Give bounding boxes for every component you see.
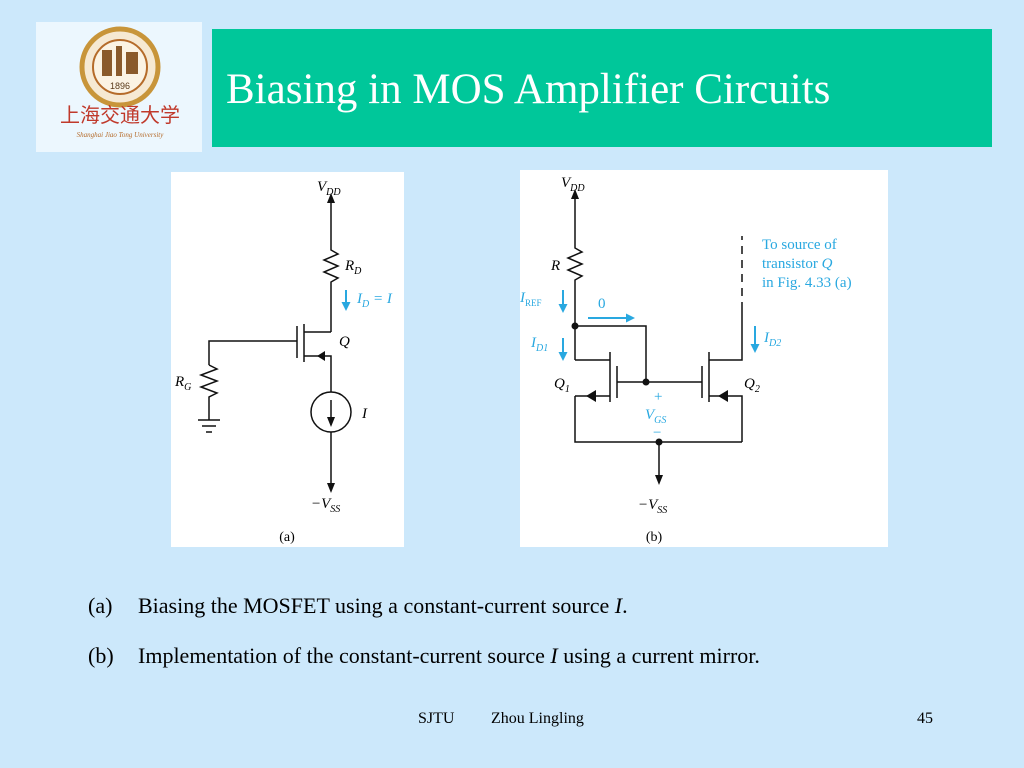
note-line-1: To source of bbox=[762, 237, 837, 253]
rg-label: RG bbox=[174, 374, 191, 393]
caption-b-text: Implementation of the constant-current s… bbox=[138, 643, 551, 668]
caption-a-end: . bbox=[622, 593, 628, 618]
resistor-rg bbox=[198, 364, 220, 420]
resistor-rd bbox=[322, 244, 340, 332]
node-dot-drain bbox=[571, 322, 579, 330]
note-line-3: in Fig. 4.33 (a) bbox=[762, 275, 852, 291]
logo-name-cn: 上海交通大学 bbox=[60, 103, 180, 127]
diagram-b-caption: (b) bbox=[646, 530, 663, 545]
caption-a-italic: I bbox=[614, 593, 623, 618]
logo-year: 1896 bbox=[110, 81, 130, 91]
caption-b-tag: (b) bbox=[88, 643, 114, 668]
logo-gear-icon bbox=[126, 52, 138, 74]
q2-label: Q2 bbox=[744, 376, 760, 395]
diagram-b-panel: VDD R IREF 0 ID1 ID2 Q1 Q2 + VGS − To so… bbox=[520, 170, 888, 547]
vgs-plus: + bbox=[654, 389, 662, 405]
resistor-r bbox=[566, 242, 584, 360]
id-label: ID = I bbox=[356, 291, 393, 310]
q1-label: Q1 bbox=[554, 376, 570, 395]
caption-a-tag: (a) bbox=[88, 593, 113, 618]
diagram-a: VDD RD ID = I Q RG I −VSS (a) bbox=[174, 179, 393, 545]
id2-label: ID2 bbox=[763, 330, 781, 349]
diagram-a-caption: (a) bbox=[279, 530, 295, 545]
q1-source-arrow bbox=[586, 390, 596, 402]
vgs-label: VGS bbox=[645, 407, 666, 426]
ground-icon bbox=[198, 419, 220, 433]
note-line-2: transistor Q bbox=[762, 256, 833, 272]
vdd-label-b: VDD bbox=[561, 175, 585, 194]
node-dot-gate bbox=[642, 378, 650, 386]
i-label: I bbox=[361, 406, 368, 422]
rd-label: RD bbox=[344, 258, 362, 277]
university-logo: 1896 上海交通大学 Shanghai Jiao Tong Universit… bbox=[36, 22, 202, 152]
r-label: R bbox=[550, 258, 560, 274]
vss-label-b: −VSS bbox=[638, 497, 667, 516]
caption-b-end: using a current mirror. bbox=[557, 643, 760, 668]
diagram-b: VDD R IREF 0 ID1 ID2 Q1 Q2 + VGS − To so… bbox=[520, 175, 852, 545]
iref-label: IREF bbox=[520, 290, 542, 308]
transistor-q-gate bbox=[208, 326, 298, 365]
caption-a-text: Biasing the MOSFET using a constant-curr… bbox=[138, 593, 615, 618]
node-dot-source bbox=[655, 438, 663, 446]
logo-book-icon bbox=[102, 50, 112, 76]
diode-connection bbox=[575, 325, 647, 382]
footer-org: SJTU bbox=[418, 710, 455, 727]
source-line-q1 bbox=[574, 396, 742, 443]
transistor-q-channel bbox=[303, 324, 332, 392]
footer-page-number: 45 bbox=[917, 710, 933, 727]
vss-label-a: −VSS bbox=[311, 496, 340, 515]
transistor-q2 bbox=[701, 310, 743, 442]
slide-title: Biasing in MOS Amplifier Circuits bbox=[226, 66, 831, 113]
zero-current-label: 0 bbox=[598, 296, 606, 312]
vdd-label-a: VDD bbox=[317, 179, 341, 198]
vgs-minus: − bbox=[653, 425, 661, 441]
logo-graphic: 1896 上海交通大学 Shanghai Jiao Tong Universit… bbox=[60, 26, 180, 139]
caption-a: (a) Biasing the MOSFET using a constant-c… bbox=[88, 593, 628, 619]
id1-label: ID1 bbox=[530, 335, 548, 354]
logo-tower-icon bbox=[116, 46, 122, 76]
q-label: Q bbox=[339, 334, 350, 350]
logo-name-en: Shanghai Jiao Tong University bbox=[77, 131, 165, 139]
transistor-q-source-arrow bbox=[317, 351, 325, 361]
title-bar: Biasing in MOS Amplifier Circuits bbox=[212, 29, 992, 147]
diagram-a-panel: VDD RD ID = I Q RG I −VSS (a) bbox=[171, 172, 404, 547]
footer-author: Zhou Lingling bbox=[491, 710, 584, 727]
transistor-q1 bbox=[575, 352, 618, 402]
caption-b-italic: I bbox=[550, 643, 558, 668]
caption-b: (b) Implementation of the constant-curren… bbox=[88, 643, 760, 669]
q2-source-arrow bbox=[718, 390, 728, 402]
